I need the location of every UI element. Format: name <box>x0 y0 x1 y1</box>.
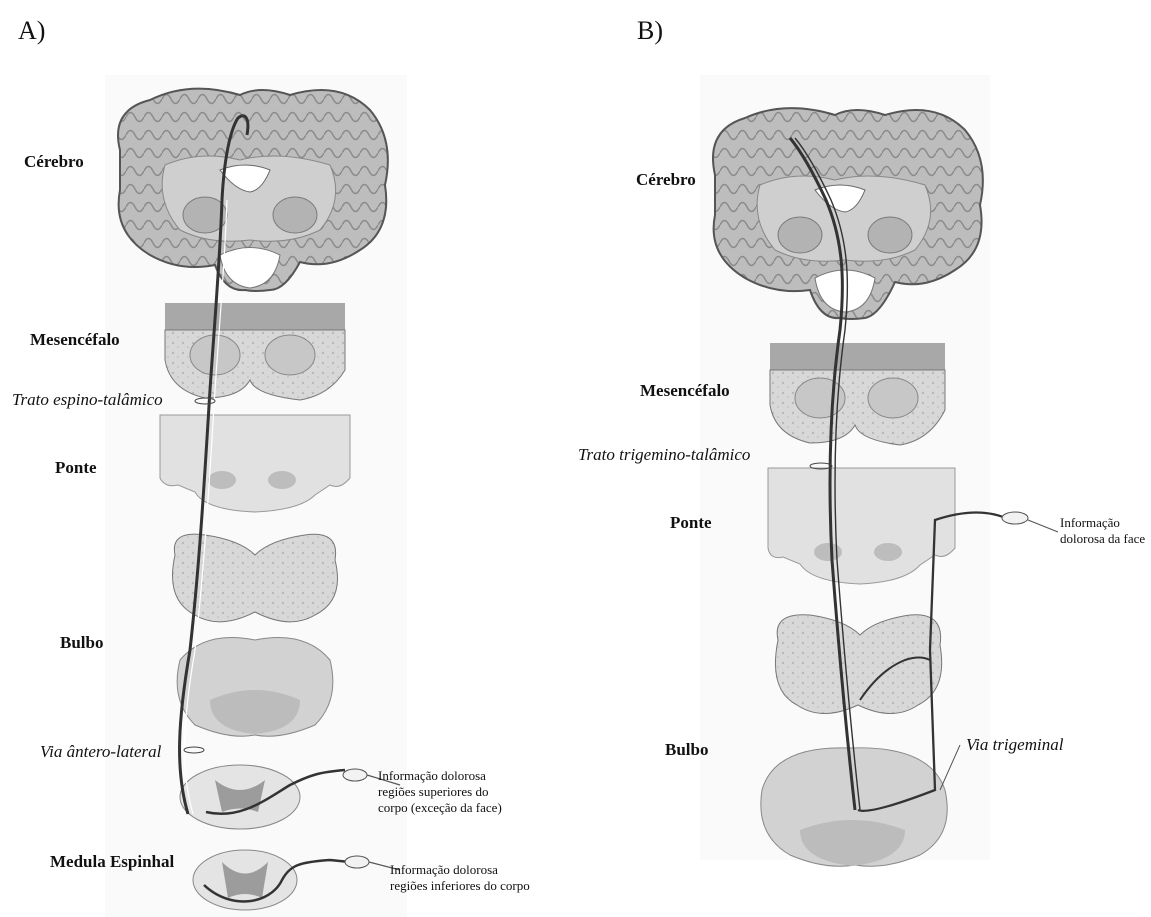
panel-a-letter: A) <box>18 16 45 46</box>
note-lower-line-1: Informação dolorosa <box>390 862 530 878</box>
medulla-lower-section-a <box>177 638 333 737</box>
label-via-trigeminal: Via trigeminal <box>966 735 1063 755</box>
spinal-cord-upper-section-a <box>180 765 300 829</box>
midbrain-section-b <box>770 343 945 445</box>
midbrain-section-a <box>165 303 345 400</box>
note-lower-line-2: regiões inferiores do corpo <box>390 878 530 894</box>
label-trato-trigemino-talamico: Trato trigemino-talâmico <box>578 445 750 465</box>
note-lower-body-pain: Informação dolorosa regiões inferiores d… <box>390 862 530 894</box>
note-face-line-1: Informação <box>1060 515 1145 531</box>
note-upper-body-pain: Informação dolorosa regiões superiores d… <box>378 768 502 816</box>
label-bulbo-b: Bulbo <box>665 740 708 760</box>
label-trato-espino-talamico: Trato espino-talâmico <box>12 390 163 410</box>
label-medula-espinhal: Medula Espinhal <box>50 852 174 872</box>
label-ponte-a: Ponte <box>55 458 97 478</box>
label-mesencefalo-b: Mesencéfalo <box>640 381 730 401</box>
note-face-pain: Informação dolorosa da face <box>1060 515 1145 547</box>
label-bulbo-a: Bulbo <box>60 633 103 653</box>
label-via-antero-lateral: Via ântero-lateral <box>40 742 161 762</box>
label-cerebro-a: Cérebro <box>24 152 84 172</box>
note-face-line-2: dolorosa da face <box>1060 531 1145 547</box>
note-upper-line-3: corpo (exceção da face) <box>378 800 502 816</box>
note-upper-line-2: regiões superiores do <box>378 784 502 800</box>
note-upper-line-1: Informação dolorosa <box>378 768 502 784</box>
panel-b-letter: B) <box>637 16 663 46</box>
label-mesencefalo-a: Mesencéfalo <box>30 330 120 350</box>
panel-a-drawing <box>105 75 407 917</box>
label-cerebro-b: Cérebro <box>636 170 696 190</box>
label-ponte-b: Ponte <box>670 513 712 533</box>
